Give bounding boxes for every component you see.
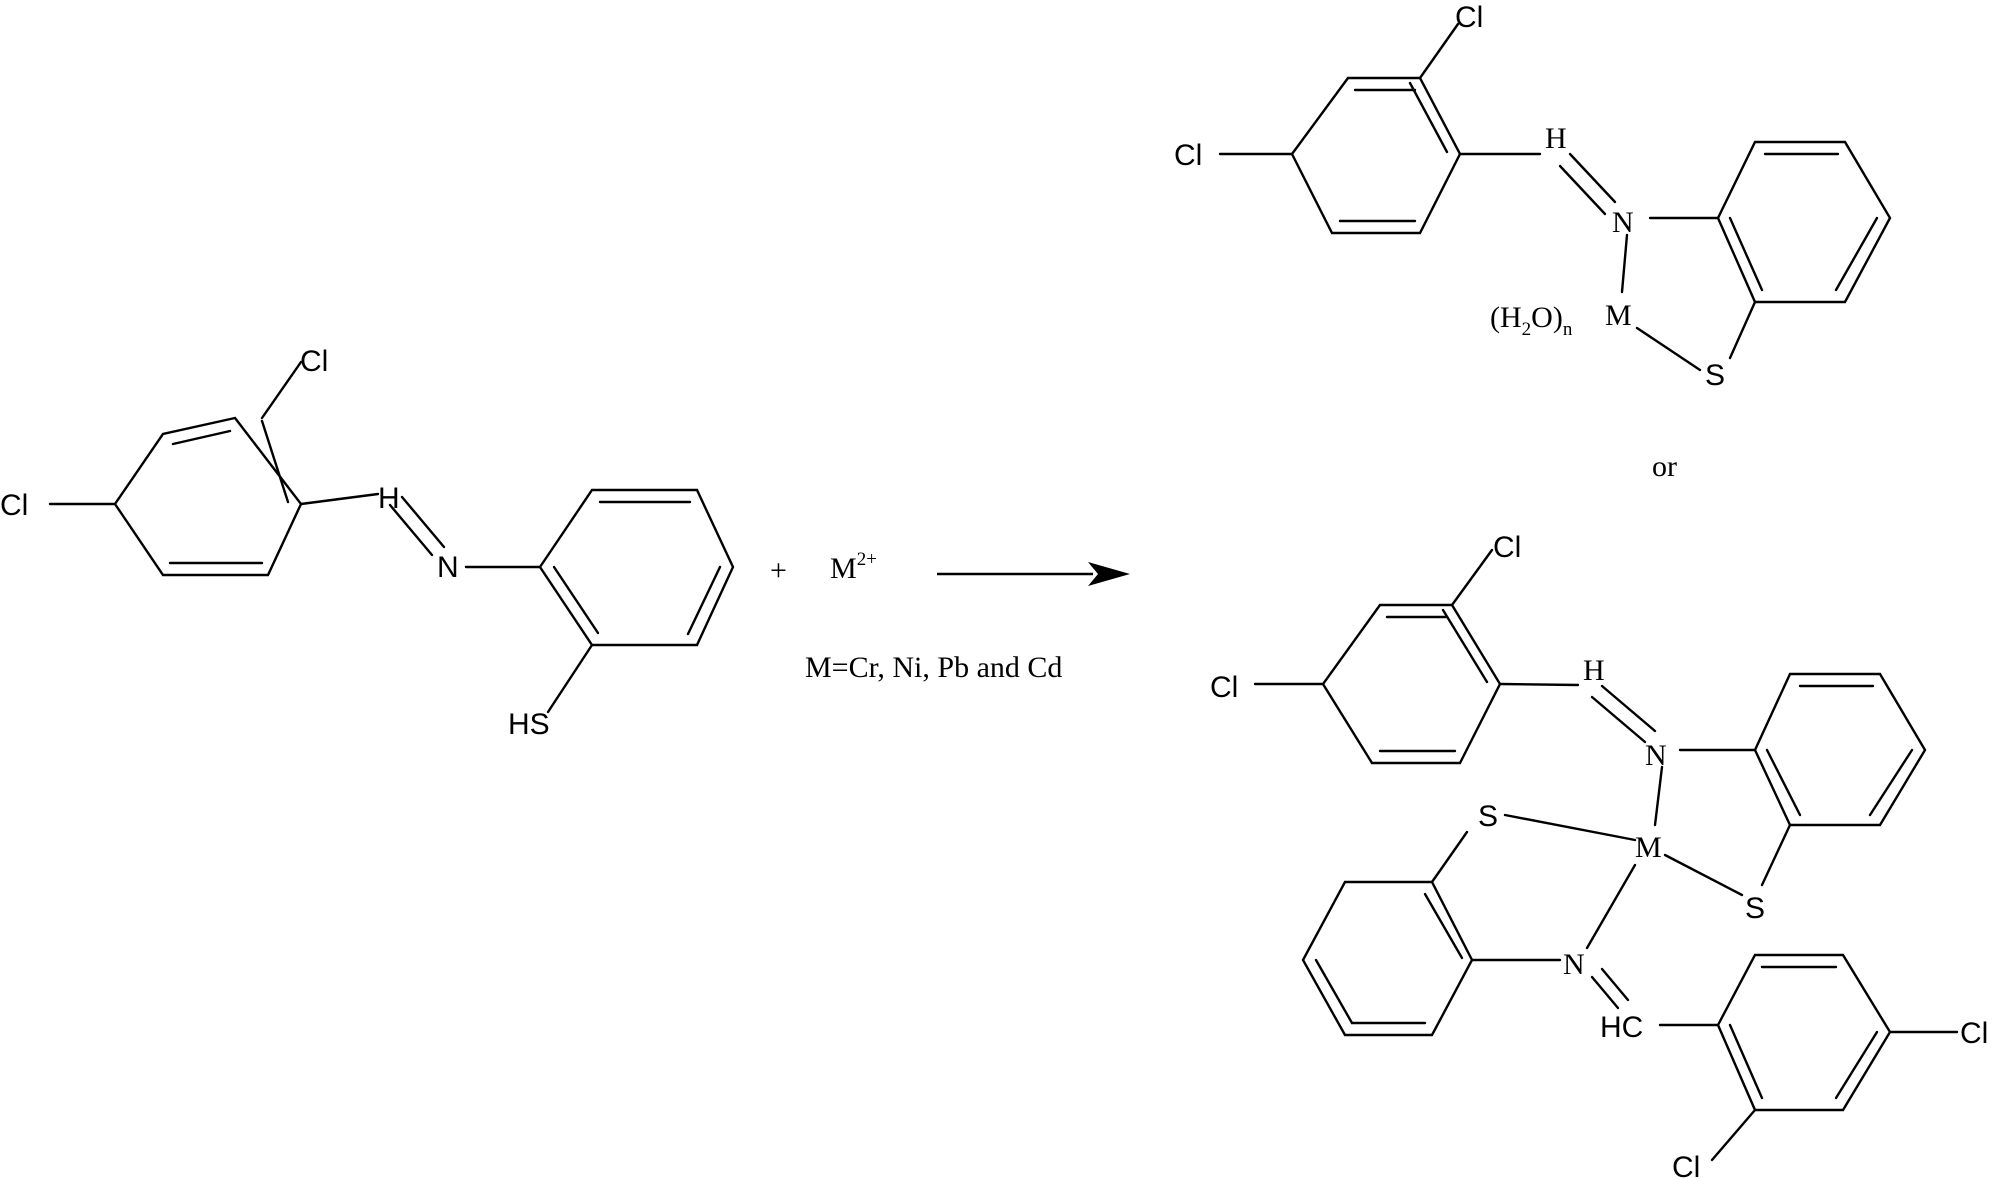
product2-cl-para-upper: Cl bbox=[1210, 671, 1238, 704]
product1-imine-n: N bbox=[1612, 206, 1634, 239]
reactant-ligand: Cl Cl H N HS bbox=[0, 345, 735, 741]
product1-sulfur: S bbox=[1705, 359, 1725, 392]
product2-cl-ortho-lower: Cl bbox=[1672, 1151, 1700, 1179]
or-separator: or bbox=[1652, 450, 1677, 483]
reactant-thiol: HS bbox=[508, 708, 550, 741]
reaction-reagents: + M2+ M=Cr, Ni, Pb and Cd bbox=[770, 549, 1062, 684]
product2-imine-n-upper: N bbox=[1645, 739, 1667, 772]
product2-imine-h-upper: H bbox=[1583, 654, 1605, 687]
product2-cl-para-lower: Cl bbox=[1960, 1017, 1988, 1050]
product2-imine-hc-lower: HC bbox=[1600, 1011, 1643, 1044]
product2-imine-n-lower: N bbox=[1563, 948, 1585, 981]
reactant-cl-para: Cl bbox=[0, 489, 28, 522]
plus-sign: + bbox=[770, 554, 787, 587]
metal-ion: M2+ bbox=[830, 549, 877, 585]
reaction-arrow bbox=[937, 562, 1130, 586]
metal-charge: 2+ bbox=[857, 549, 877, 570]
reactant-imine-h: H bbox=[378, 482, 400, 515]
product1-imine-h: H bbox=[1545, 122, 1567, 155]
reactant-imine-n: N bbox=[437, 551, 459, 584]
product2-sulfur-upper: S bbox=[1745, 892, 1765, 925]
product2-metal: M bbox=[1635, 831, 1662, 864]
product2-cl-ortho-upper: Cl bbox=[1493, 531, 1521, 564]
reaction-conditions: M=Cr, Ni, Pb and Cd bbox=[805, 651, 1062, 684]
product1-water-ligand: (H2O)n bbox=[1490, 301, 1573, 340]
metal-symbol: M bbox=[830, 552, 857, 585]
reaction-arrowhead bbox=[1088, 562, 1130, 586]
product1-cl-ortho: Cl bbox=[1455, 1, 1483, 34]
product1-cl-para: Cl bbox=[1174, 139, 1202, 172]
product2-sulfur-lower: S bbox=[1478, 800, 1498, 833]
reactant-cl-ortho: Cl bbox=[300, 345, 328, 378]
product1-metal: M bbox=[1605, 299, 1632, 332]
product-2-complex: Cl Cl H N M S S N HC Cl Cl bbox=[1210, 531, 1988, 1179]
product-1-complex: Cl Cl H N M S (H2O)n bbox=[1174, 1, 1892, 392]
